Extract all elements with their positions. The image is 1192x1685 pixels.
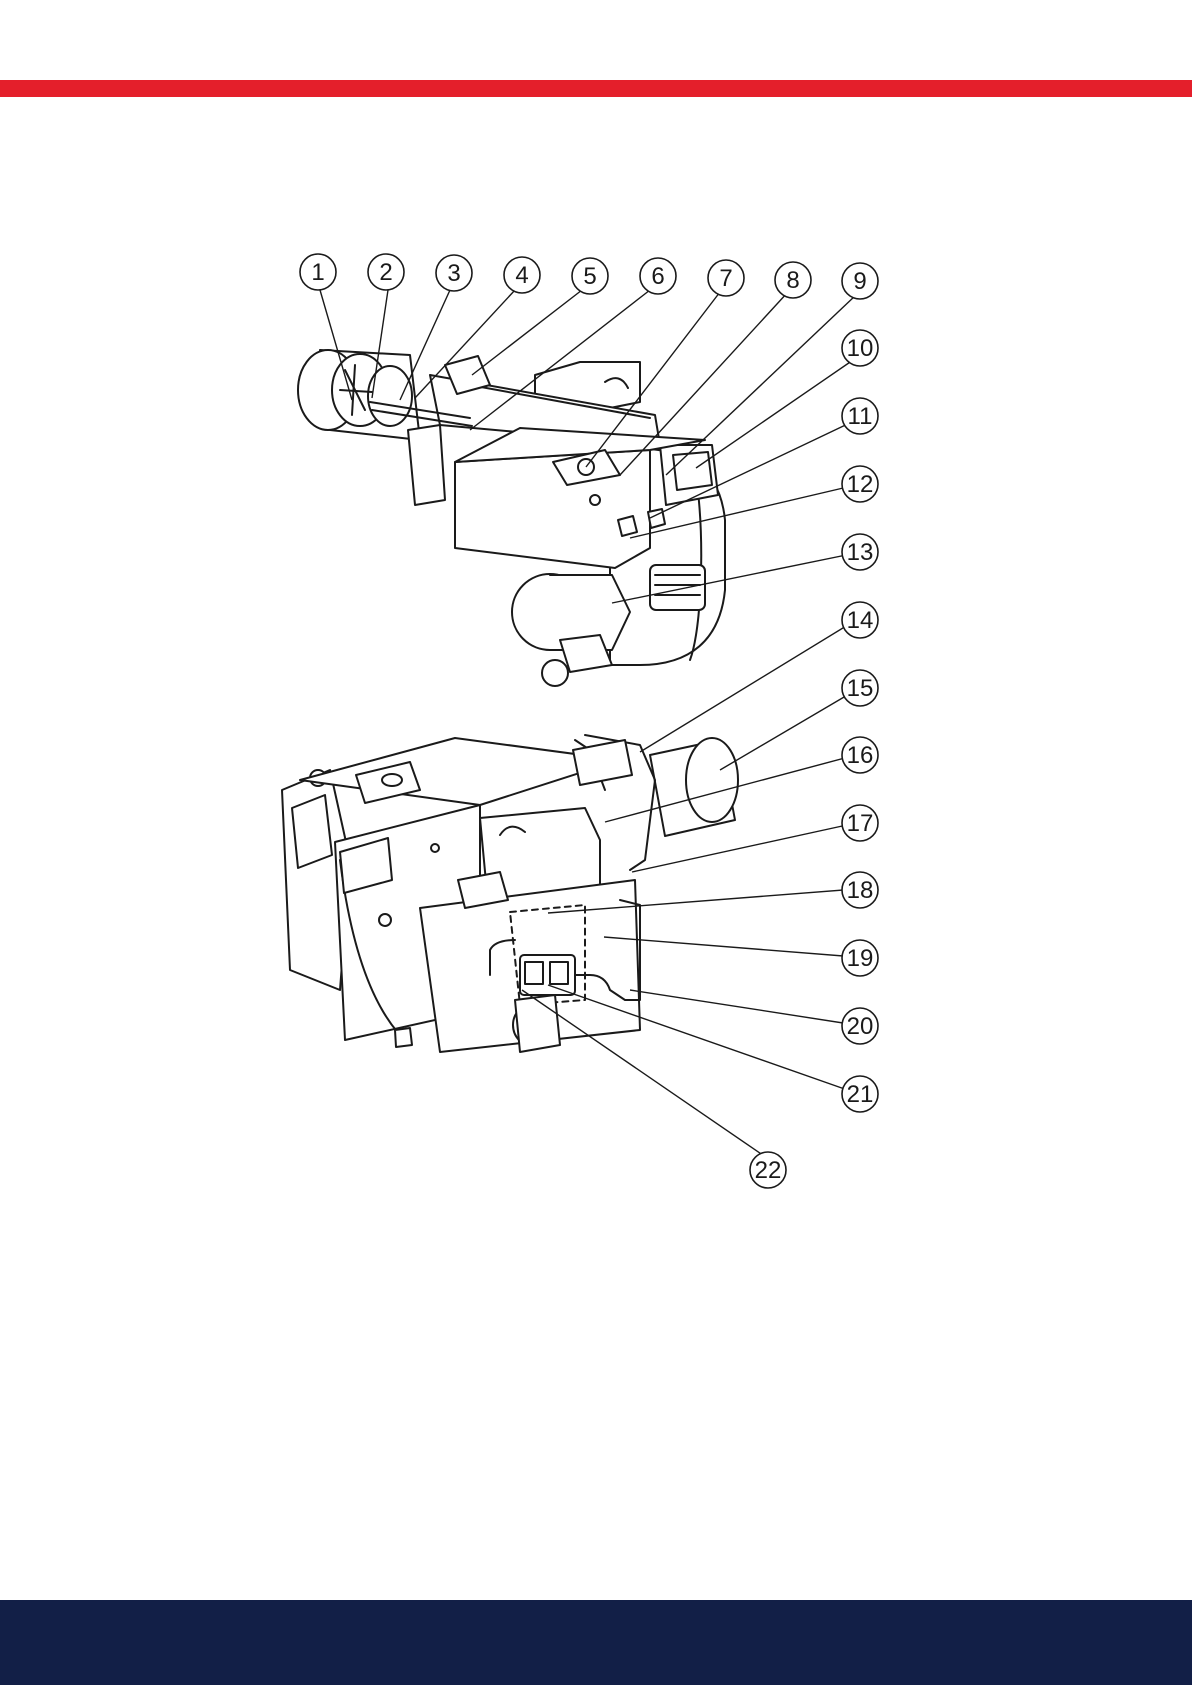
callout-6: 6 bbox=[640, 258, 676, 294]
damper-motor bbox=[573, 740, 632, 785]
svg-text:1: 1 bbox=[311, 259, 324, 286]
callout-22: 22 bbox=[750, 1152, 786, 1188]
svg-text:21: 21 bbox=[847, 1081, 874, 1108]
callout-4: 4 bbox=[504, 257, 540, 293]
svg-text:11: 11 bbox=[848, 403, 873, 430]
flange-bracket bbox=[408, 425, 445, 505]
main-body-top bbox=[300, 738, 620, 805]
callout-15: 15 bbox=[842, 670, 878, 706]
svg-text:4: 4 bbox=[515, 262, 528, 289]
svg-text:5: 5 bbox=[583, 263, 596, 290]
callout-3: 3 bbox=[436, 255, 472, 291]
callout-2: 2 bbox=[368, 254, 404, 290]
svg-text:22: 22 bbox=[755, 1157, 782, 1184]
callout-12: 12 bbox=[842, 466, 878, 502]
callout-11: 11 bbox=[842, 398, 878, 434]
svg-text:14: 14 bbox=[847, 607, 874, 634]
svg-text:3: 3 bbox=[447, 260, 460, 287]
svg-text:8: 8 bbox=[786, 267, 799, 294]
callout-20: 20 bbox=[842, 1008, 878, 1044]
callout-17: 17 bbox=[842, 805, 878, 841]
callout-21: 21 bbox=[842, 1076, 878, 1112]
callout-16: 16 bbox=[842, 737, 878, 773]
svg-text:7: 7 bbox=[719, 265, 732, 292]
svg-text:17: 17 bbox=[847, 810, 874, 837]
svg-text:18: 18 bbox=[847, 877, 874, 904]
valve-coil bbox=[542, 660, 568, 686]
callout-13: 13 bbox=[842, 534, 878, 570]
svg-text:6: 6 bbox=[651, 263, 664, 290]
callout-10: 10 bbox=[842, 330, 878, 366]
callout-14: 14 bbox=[842, 602, 878, 638]
callout-5: 5 bbox=[572, 258, 608, 294]
foot bbox=[395, 1028, 412, 1047]
svg-text:2: 2 bbox=[379, 259, 392, 286]
burner-bottom-view bbox=[282, 735, 738, 1052]
svg-text:16: 16 bbox=[847, 742, 874, 769]
sight-glass bbox=[673, 452, 712, 490]
callout-19: 19 bbox=[842, 940, 878, 976]
callout-18: 18 bbox=[842, 872, 878, 908]
svg-text:10: 10 bbox=[847, 335, 874, 362]
burner-top-view bbox=[298, 350, 725, 686]
svg-text:20: 20 bbox=[847, 1013, 874, 1040]
svg-text:9: 9 bbox=[853, 268, 866, 295]
svg-text:13: 13 bbox=[847, 539, 874, 566]
callout-9: 9 bbox=[842, 263, 878, 299]
svg-text:19: 19 bbox=[847, 945, 874, 972]
svg-text:12: 12 bbox=[847, 471, 874, 498]
main-cover bbox=[455, 450, 650, 568]
callout-7: 7 bbox=[708, 260, 744, 296]
callout-8: 8 bbox=[775, 262, 811, 298]
blast-tube-mouth bbox=[686, 738, 738, 822]
fan-grille bbox=[650, 565, 705, 610]
svg-text:15: 15 bbox=[847, 675, 874, 702]
callout-1: 1 bbox=[300, 254, 336, 290]
